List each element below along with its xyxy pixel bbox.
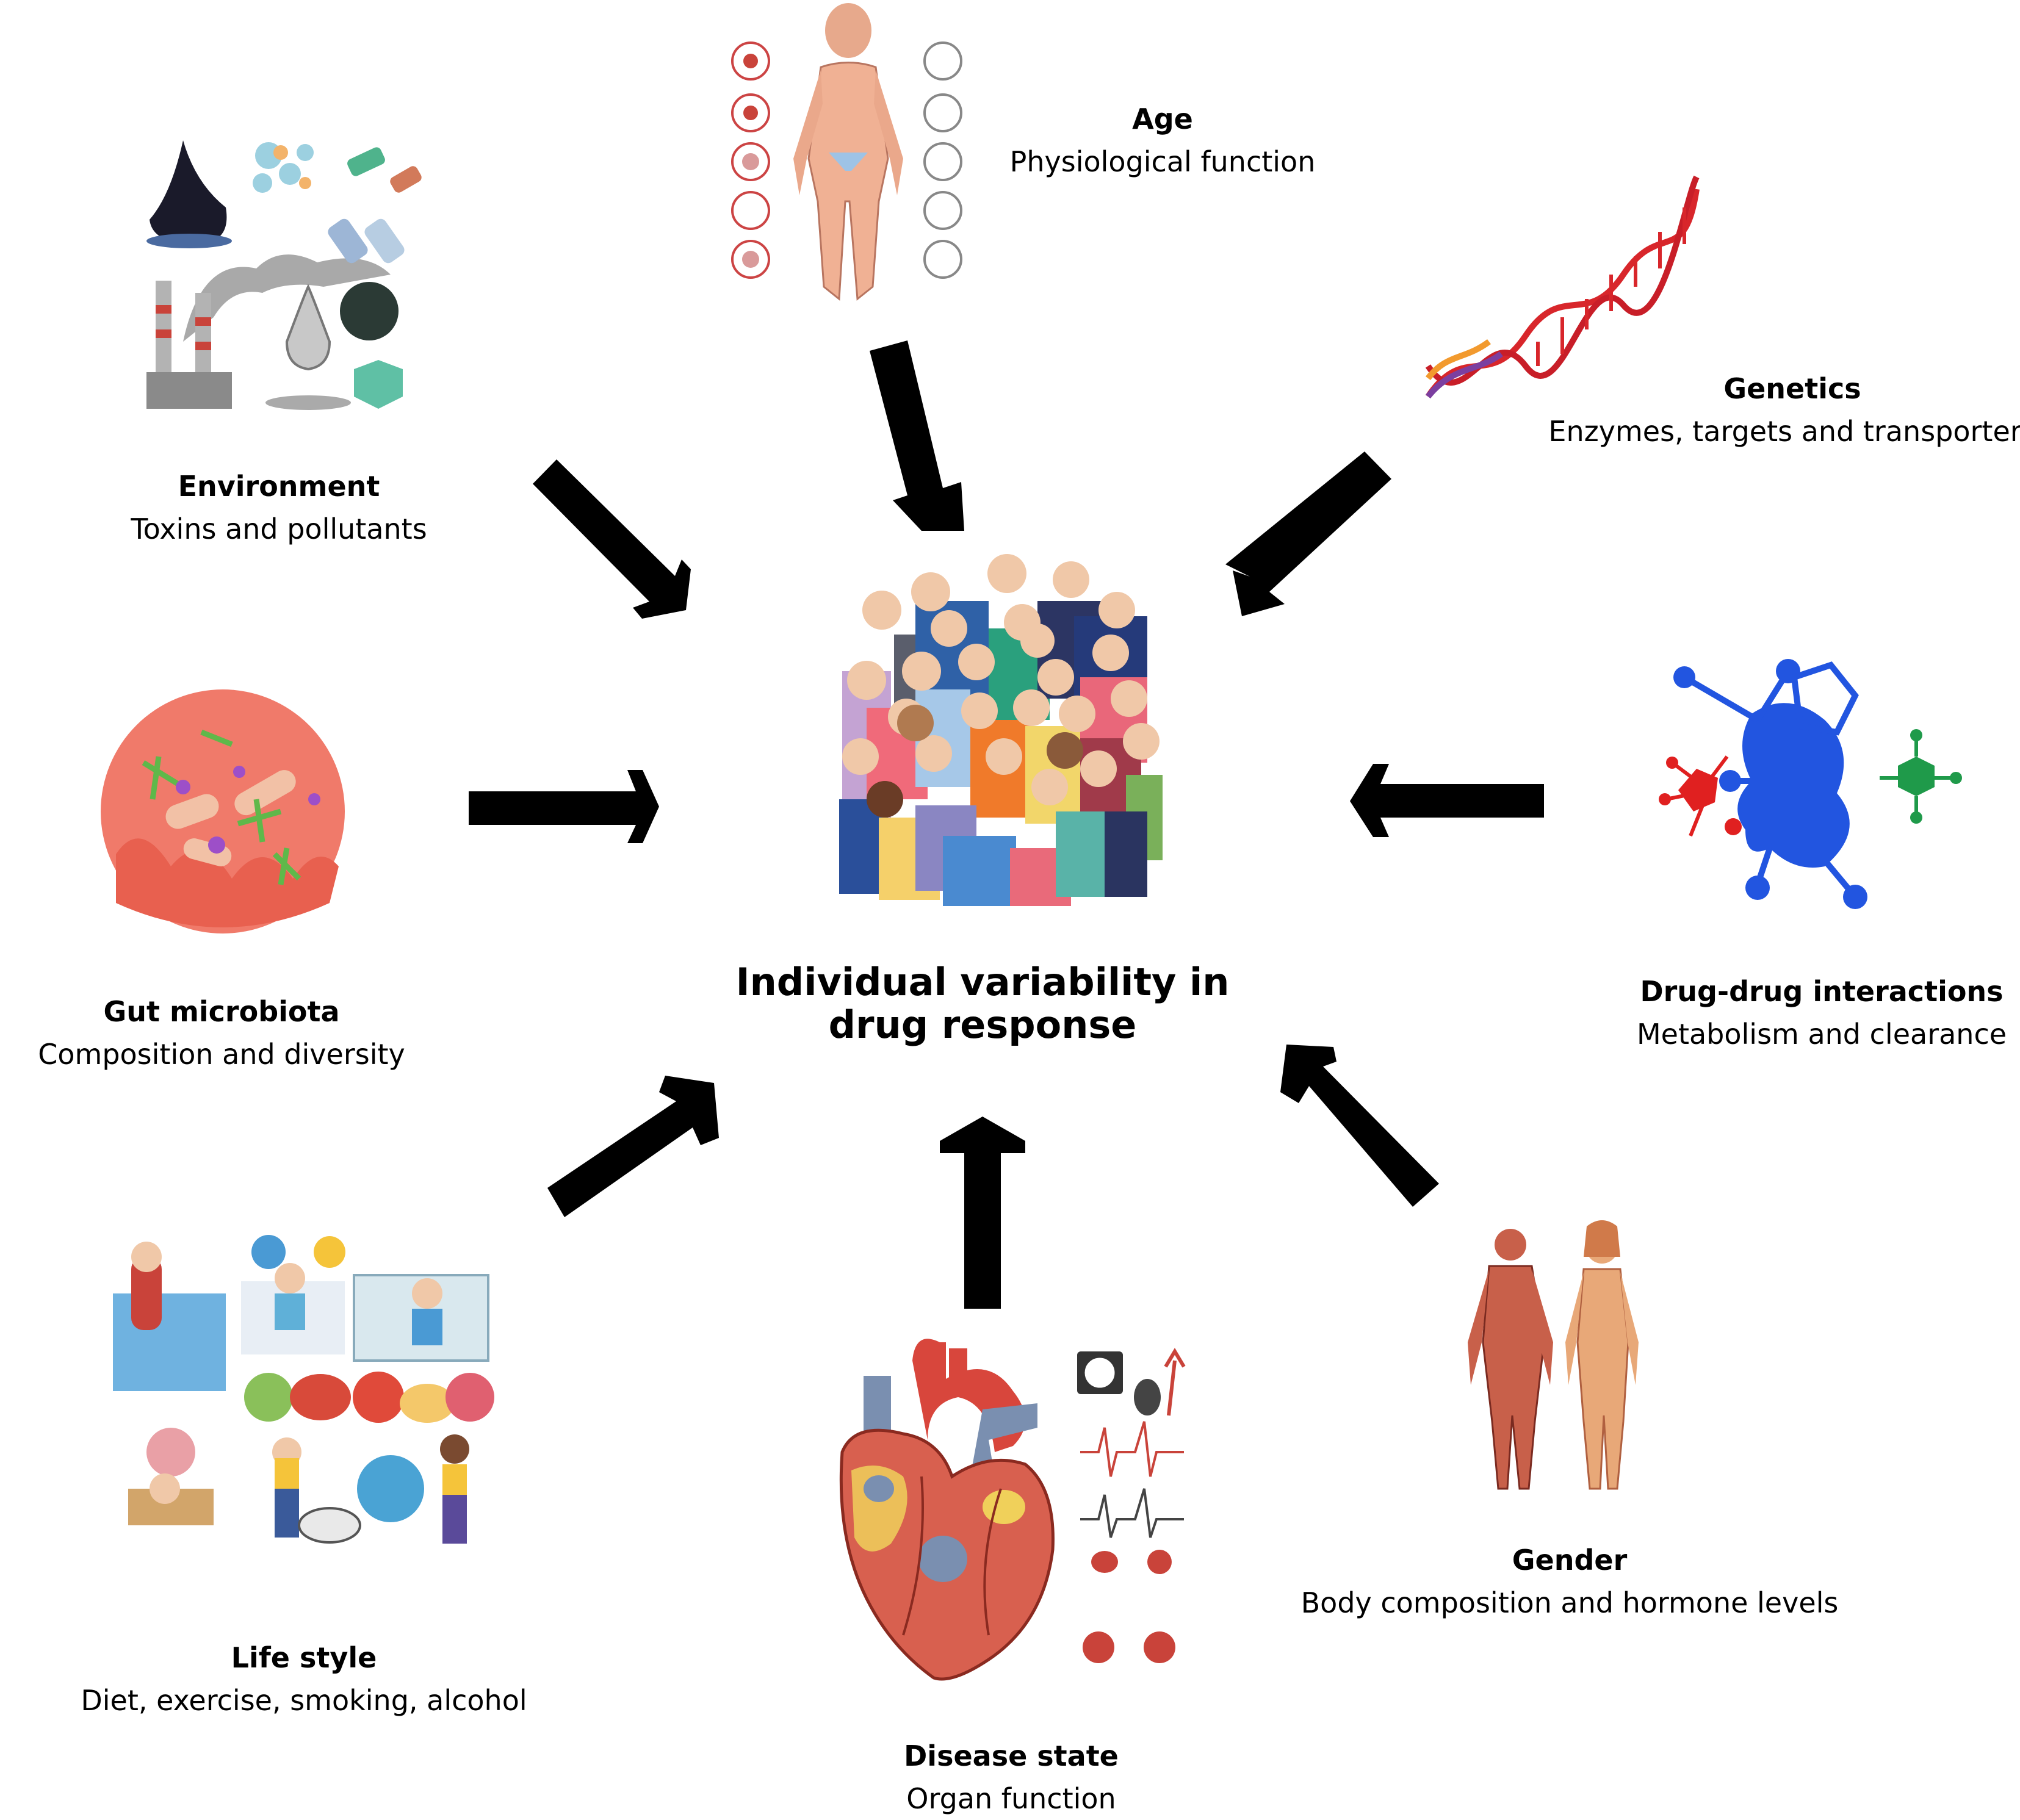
- factor-subtitle: Composition and diversity: [38, 1038, 405, 1071]
- factor-gut-microbiota: Gut microbiota Composition and diversity: [38, 990, 405, 1076]
- male-female-anatomy-illustration: [1468, 1220, 1639, 1490]
- arrow-genetics: [1225, 451, 1391, 616]
- factor-subtitle: Metabolism and clearance: [1636, 1018, 2007, 1051]
- gut-bacteria-illustration: [101, 689, 345, 933]
- dna-helix-illustration: [1425, 175, 1700, 399]
- center-title: Individual variability in drug response: [736, 961, 1230, 1046]
- diverse-crowd-illustration: [839, 554, 1163, 906]
- factor-subtitle: Organ function: [906, 1782, 1116, 1815]
- molecule-interaction-illustration: [1659, 659, 1962, 909]
- lifestyle-activities-illustration: [113, 1235, 494, 1544]
- factor-life-style: Life style Diet, exercise, smoking, alco…: [81, 1636, 527, 1722]
- factor-subtitle: Physiological function: [1009, 145, 1316, 178]
- arrow-lifestyle: [547, 1076, 719, 1217]
- center-title-line2: drug response: [828, 1002, 1137, 1047]
- factor-subtitle: Diet, exercise, smoking, alcohol: [81, 1684, 527, 1717]
- human-anatomy-body-illustration: [731, 3, 962, 301]
- arrow-microbiota: [469, 770, 659, 843]
- arrow-age: [870, 340, 964, 531]
- factor-age: Age Physiological function: [1010, 98, 1316, 183]
- factor-title: Gut microbiota: [103, 995, 340, 1028]
- factor-genetics: Genetics Enzymes, targets and transporte…: [1548, 367, 2020, 453]
- factor-title: Genetics: [1723, 372, 1861, 405]
- arrow-environment: [533, 459, 691, 619]
- factor-drug-drug-interactions: Drug-drug interactions Metabolism and cl…: [1637, 970, 2007, 1056]
- factor-title: Drug-drug interactions: [1640, 975, 2004, 1008]
- factor-subtitle: Enzymes, targets and transporters: [1548, 415, 2020, 448]
- arrow-drug-drug: [1350, 764, 1544, 837]
- factor-gender: Gender Body composition and hormone leve…: [1301, 1539, 1839, 1624]
- factor-title: Gender: [1512, 1544, 1628, 1577]
- arrow-gender: [1280, 1045, 1439, 1207]
- arrow-disease: [940, 1117, 1025, 1309]
- factor-subtitle: Body composition and hormone levels: [1300, 1586, 1839, 1619]
- diseased-heart-illustration: [839, 1339, 1186, 1681]
- center-title-line1: Individual variability in: [735, 960, 1230, 1004]
- factor-subtitle: Toxins and pollutants: [131, 513, 427, 545]
- pollution-toxins-illustration: [146, 140, 422, 410]
- factor-title: Age: [1132, 103, 1193, 135]
- factor-disease-state: Disease state Organ function: [904, 1735, 1119, 1820]
- factor-title: Disease state: [904, 1739, 1119, 1772]
- factor-environment: Environment Toxins and pollutants: [131, 465, 427, 550]
- factor-title: Environment: [178, 470, 380, 503]
- factor-title: Life style: [231, 1641, 377, 1674]
- arrows: [469, 340, 1544, 1309]
